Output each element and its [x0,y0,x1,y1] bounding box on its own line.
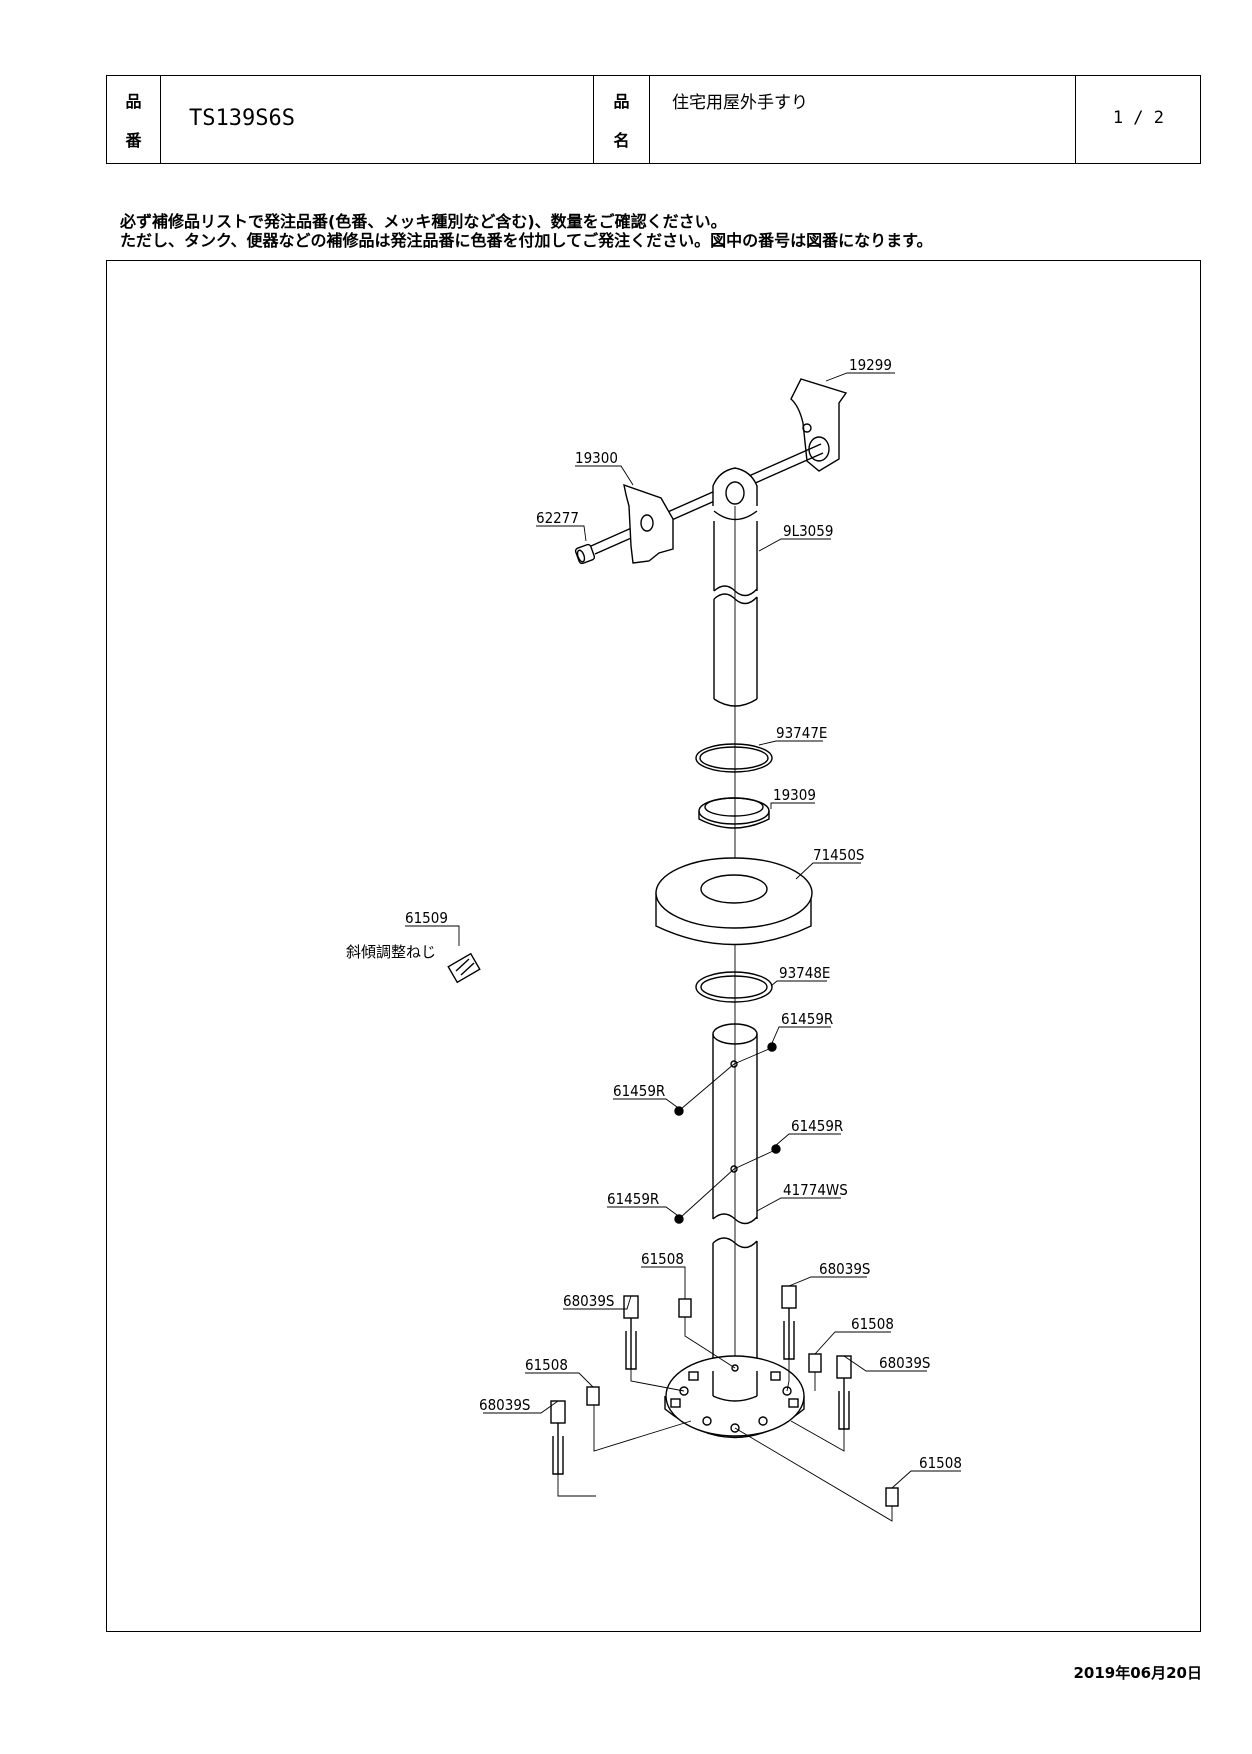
ring-93747E [695,743,773,773]
label-9L3059: 9L3059 [783,522,833,540]
note-line-2: ただし、タンク、便器などの補修品は発注品番に色番を付加してご発注ください。図中の… [120,231,933,250]
label-68039S-c: 68039S [879,1354,931,1372]
page-cell: 1 / 2 [1076,76,1200,163]
notes: 必ず補修品リストで発注品番(色番、メッキ種別など含む)、数量をご確認ください。 … [120,212,932,250]
setscrew-61459R-group [674,1042,781,1224]
ring-93748E [695,971,773,1003]
label-61508-a: 61508 [641,1250,684,1268]
product-name-cell: 住宅用屋外手すり [650,76,1076,163]
cover-71450S [655,857,813,946]
drawing-frame: 19299 19300 62277 9L3059 93747E 19309 71… [106,260,1201,1632]
label-61508-c: 61508 [525,1356,568,1374]
label-71450S: 71450S [813,846,865,864]
cross-rod-top [590,443,822,547]
label-61509: 61509 [405,909,448,927]
product-name-label-cell: 品 名 [594,76,650,163]
label-61508-d: 61508 [919,1454,962,1472]
label-61459R-d: 61459R [607,1190,659,1208]
part-number: TS139S6S [189,106,295,131]
title-block: 品 番 TS139S6S 品 名 住宅用屋外手すり 1 / 2 [106,75,1201,164]
label-68039S-d: 68039S [479,1396,531,1414]
label-61459R-b: 61459R [613,1082,665,1100]
label-19300: 19300 [575,449,618,467]
label-41774WS: 41774WS [783,1181,848,1199]
label-68039S-a: 68039S [563,1292,615,1310]
base-flange [664,1355,805,1439]
label-93747E: 93747E [776,724,827,742]
part-number-label-1: 品 [125,91,142,111]
bracket-19299 [790,378,848,472]
exploded-parts-diagram: 19299 19300 62277 9L3059 93747E 19309 71… [346,356,962,1522]
label-tilt-adjust-screw: 斜傾調整ねじ [346,943,436,961]
product-name: 住宅用屋外手すり [672,93,808,113]
label-19309: 19309 [773,786,816,804]
label-93748E: 93748E [779,964,830,982]
label-61459R-a: 61459R [781,1010,833,1028]
leader-lines [405,372,961,1489]
screw-62277 [574,543,596,565]
bracket-19300 [623,483,674,564]
label-62277: 62277 [536,509,579,527]
part-number-label-cell: 品 番 [107,76,161,163]
label-61459R-c: 61459R [791,1117,843,1135]
tilt-adjust-screw-61509 [447,952,481,984]
ring-19309 [698,797,770,829]
label-19299: 19299 [849,356,892,374]
pipe-9L3059 [712,467,758,707]
assembly-lines [557,1317,893,1522]
product-name-label-2: 名 [613,131,630,151]
label-61508-b: 61508 [851,1315,894,1333]
product-name-label-1: 品 [613,91,630,111]
note-line-1: 必ず補修品リストで発注品番(色番、メッキ種別など含む)、数量をご確認ください。 [120,212,727,231]
page-number: 1 / 2 [1112,108,1164,128]
label-68039S-b: 68039S [819,1260,871,1278]
part-number-cell: TS139S6S [161,76,594,163]
part-number-label-2: 番 [125,131,142,151]
issue-date: 2019年06月20日 [1073,1664,1203,1682]
